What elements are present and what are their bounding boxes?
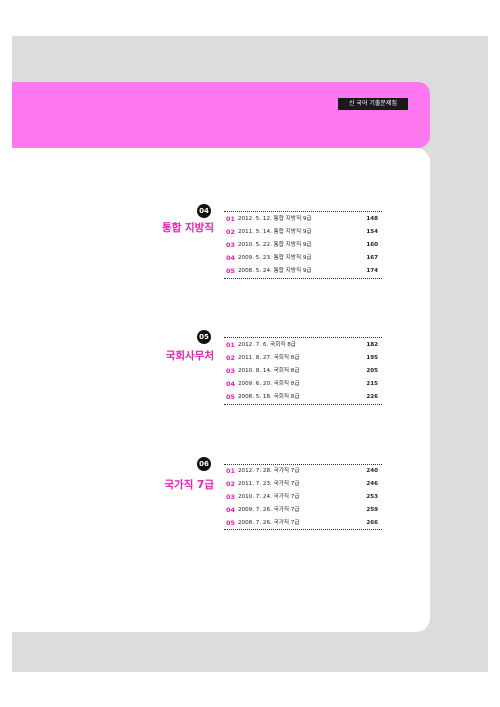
- dotted-divider-bottom: [224, 529, 382, 530]
- dotted-divider-bottom: [224, 278, 382, 279]
- section-title: 통합 지방직: [162, 222, 214, 234]
- entry-number: 03: [226, 241, 235, 249]
- entry-number: 05: [226, 393, 235, 401]
- dotted-divider-top: [224, 211, 382, 212]
- entry-title: 2012. 7. 6. 국회직 8급: [238, 342, 296, 348]
- entry-number: 01: [226, 467, 235, 475]
- section-number-badge: 05: [197, 330, 211, 344]
- entry-title: 2012. 7. 28. 국가직 7급: [238, 468, 300, 474]
- entry-page: 148: [366, 216, 378, 222]
- header-banner: [12, 82, 430, 148]
- dotted-divider-top: [224, 337, 382, 338]
- entry-page: 160: [366, 242, 378, 248]
- entry-number: 02: [226, 480, 235, 488]
- entry-number: 02: [226, 354, 235, 362]
- entry-page: 154: [366, 229, 378, 235]
- entry-number: 05: [226, 267, 235, 275]
- entry-title: 2008. 7. 26. 국가직 7급: [238, 520, 300, 526]
- entry-title: 2011. 7. 23. 국가직 7급: [238, 481, 300, 487]
- entry-title: 2009. 7. 26. 국가직 7급: [238, 507, 300, 513]
- entry-number: 02: [226, 228, 235, 236]
- section-title: 국회사무처: [165, 350, 214, 362]
- entry-number: 03: [226, 367, 235, 375]
- section-number-badge: 06: [197, 457, 211, 471]
- dotted-divider-bottom: [224, 404, 382, 405]
- entry-title: 2011. 8. 27. 국회직 8급: [238, 355, 300, 361]
- entry-title: 2010. 5. 22. 통합 지방직 9급: [238, 242, 312, 248]
- entry-page: 253: [366, 494, 378, 500]
- content-sheet: [12, 148, 430, 632]
- entry-page: 205: [366, 368, 378, 374]
- entry-title: 2008. 5. 18. 국회직 8급: [238, 394, 300, 400]
- entry-title: 2012. 5. 12. 통합 지방직 9급: [238, 216, 312, 222]
- entry-page: 195: [366, 355, 378, 361]
- dotted-divider-top: [224, 464, 382, 465]
- entry-title: 2010. 7. 24. 국가직 7급: [238, 494, 300, 500]
- entry-page: 182: [366, 342, 378, 348]
- entry-number: 04: [226, 506, 235, 514]
- entry-number: 01: [226, 215, 235, 223]
- entry-page: 215: [366, 381, 378, 387]
- entry-number: 05: [226, 519, 235, 527]
- section-title: 국가직 7급: [164, 479, 214, 491]
- entry-number: 04: [226, 380, 235, 388]
- entry-page: 259: [366, 507, 378, 513]
- entry-title: 2008. 5. 24. 통합 지방직 9급: [238, 268, 312, 274]
- book-title-label: 신 국어 기출문제집: [338, 98, 408, 110]
- entry-page: 226: [366, 394, 378, 400]
- entry-page: 266: [366, 520, 378, 526]
- entry-page: 240: [366, 468, 378, 474]
- section-number-badge: 04: [197, 204, 211, 218]
- entry-number: 01: [226, 341, 235, 349]
- entry-title: 2010. 8. 14. 국회직 8급: [238, 368, 300, 374]
- entry-title: 2009. 5. 23. 통합 지방직 9급: [238, 255, 312, 261]
- entry-page: 246: [366, 481, 378, 487]
- entry-page: 167: [366, 255, 378, 261]
- entry-title: 2011. 5. 14. 통합 지방직 9급: [238, 229, 312, 235]
- entry-number: 03: [226, 493, 235, 501]
- entry-number: 04: [226, 254, 235, 262]
- entry-title: 2009. 6. 20. 국회직 8급: [238, 381, 300, 387]
- entry-page: 174: [366, 268, 378, 274]
